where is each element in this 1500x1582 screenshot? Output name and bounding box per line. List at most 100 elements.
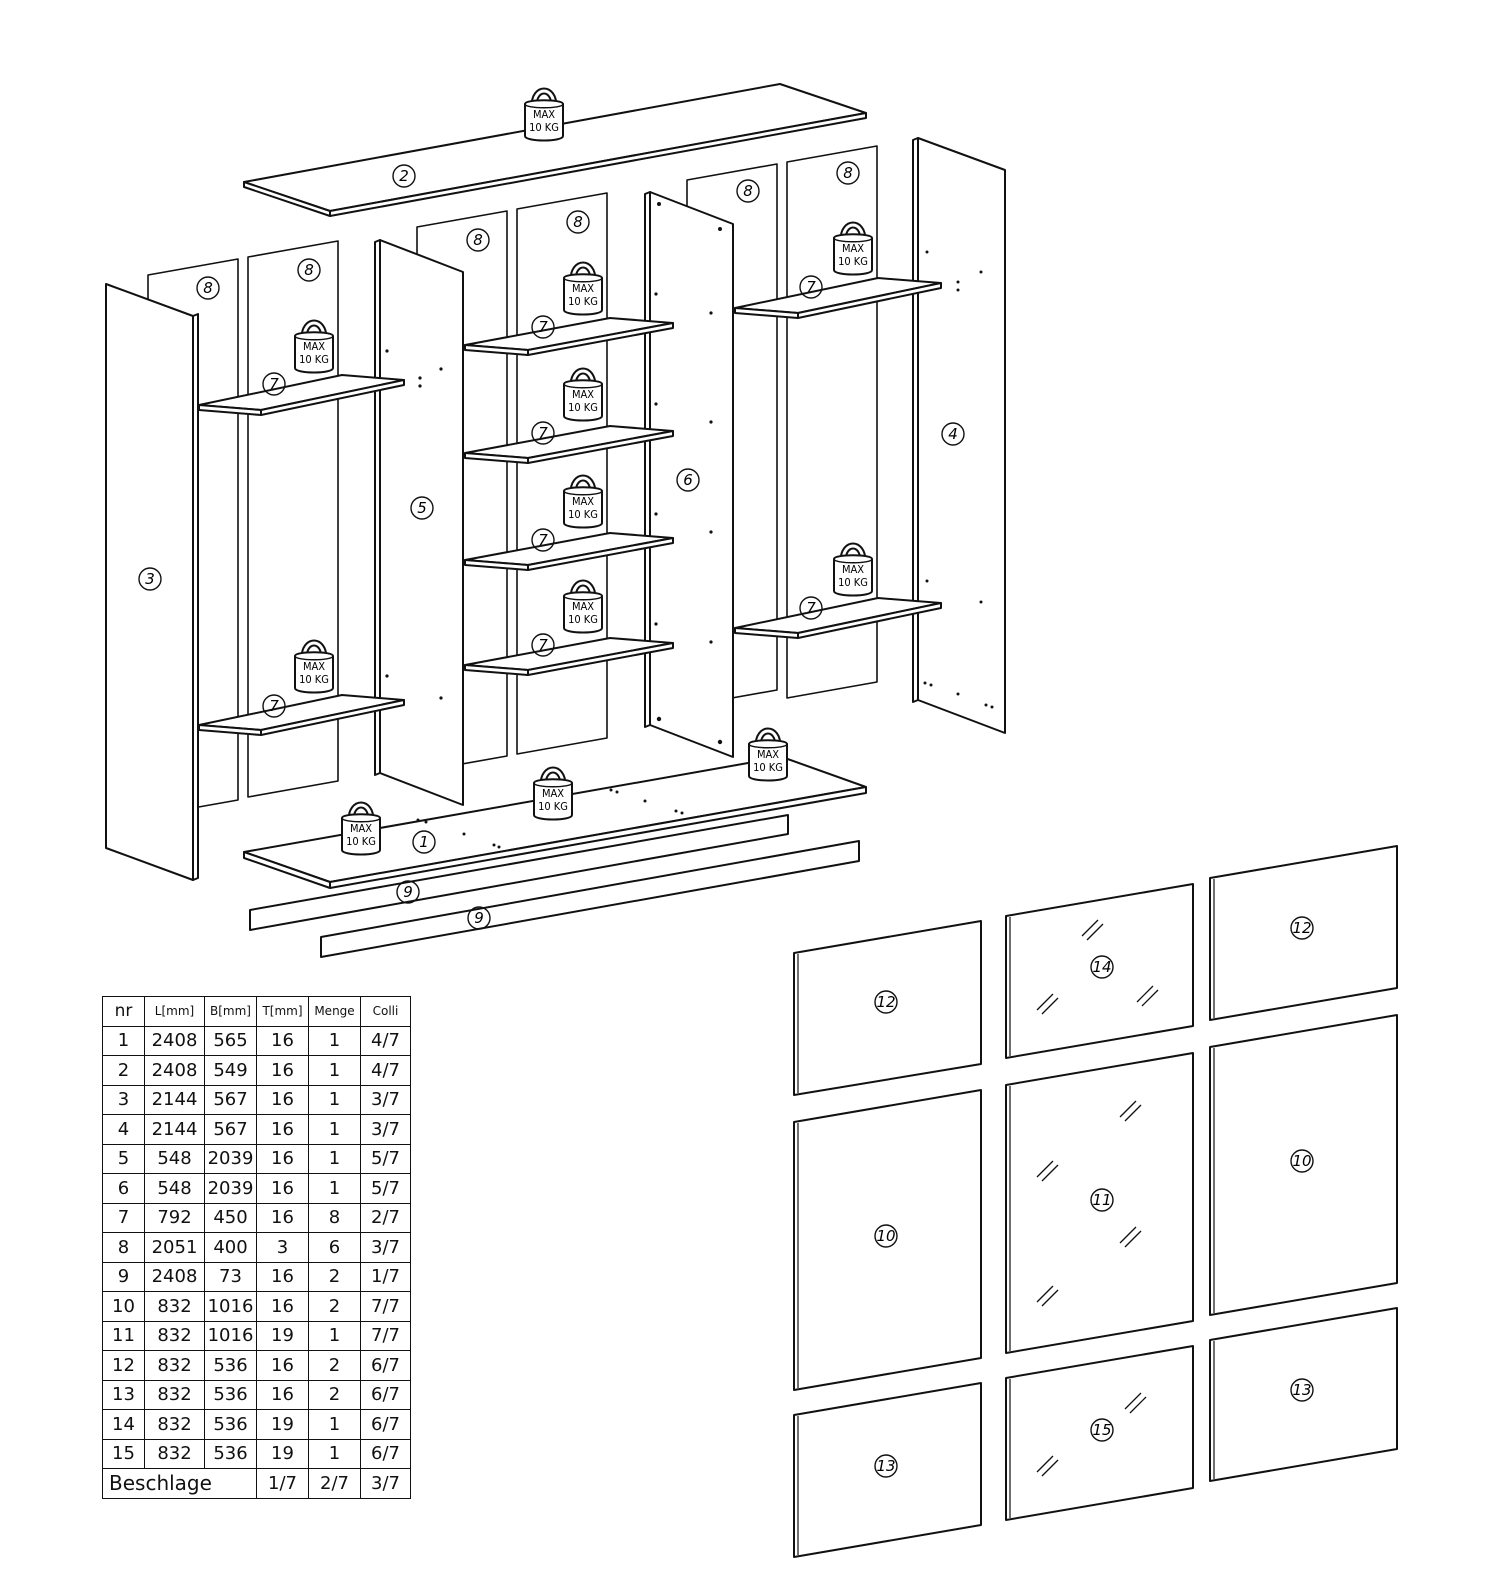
header-length: L[mm] — [144, 996, 205, 1027]
svg-text:MAX: MAX — [350, 822, 372, 835]
svg-text:5: 5 — [417, 499, 427, 517]
svg-text:13: 13 — [876, 1457, 895, 1475]
table-cell: 4/7 — [360, 1055, 411, 1086]
table-cell: 2408 — [144, 1025, 205, 1056]
table-cell: 2051 — [144, 1232, 205, 1263]
svg-text:MAX: MAX — [842, 563, 864, 576]
part-callouts — [138, 161, 1314, 1478]
table-cell: 11 — [102, 1320, 145, 1351]
header-nr: nr — [102, 996, 145, 1027]
table-cell: 16 — [256, 1202, 309, 1233]
table-cell: 16 — [256, 1084, 309, 1115]
weight-icon: MAX 10 KG — [564, 478, 602, 528]
divider-panel-5 — [374, 239, 464, 806]
table-header-row: nr L[mm] B[mm] T[mm] Menge Colli — [102, 996, 411, 1027]
svg-text:MAX: MAX — [542, 787, 564, 800]
header-width: B[mm] — [204, 996, 257, 1027]
svg-text:10: 10 — [1292, 1152, 1311, 1170]
svg-text:MAX: MAX — [757, 748, 779, 761]
table-cell: 4 — [102, 1114, 145, 1145]
svg-text:9: 9 — [403, 883, 413, 901]
table-cell: 3 — [256, 1232, 309, 1263]
table-cell: 16 — [256, 1350, 309, 1381]
weight-icon: MAX 10 KG — [564, 583, 602, 633]
svg-text:8: 8 — [203, 279, 213, 297]
svg-text:10 KG: 10 KG — [568, 401, 598, 414]
top-panel — [243, 83, 867, 217]
table-cell: 7 — [102, 1202, 145, 1233]
table-cell: 13 — [102, 1379, 145, 1410]
table-cell: 1 — [308, 1025, 361, 1056]
front-panels — [793, 845, 1398, 1558]
table-cell: 792 — [144, 1202, 205, 1233]
weight-icon: MAX 10 KG — [564, 265, 602, 315]
hardware-colli: 2/7 — [308, 1468, 361, 1499]
svg-text:14: 14 — [1092, 958, 1111, 976]
weight-icon: MAX 10 KG — [834, 546, 872, 596]
table-cell: 400 — [204, 1232, 257, 1263]
hardware-label: Beschlage — [102, 1468, 257, 1499]
table-cell: 16 — [256, 1291, 309, 1322]
svg-text:3: 3 — [145, 570, 155, 588]
weight-icon: MAX 10 KG — [295, 643, 333, 693]
table-cell: 5 — [102, 1143, 145, 1174]
header-thickness: T[mm] — [256, 996, 309, 1027]
table-cell: 5/7 — [360, 1143, 411, 1174]
svg-text:2: 2 — [399, 167, 409, 185]
svg-text:13: 13 — [1292, 1381, 1311, 1399]
table-cell: 15 — [102, 1438, 145, 1469]
table-cell: 12 — [102, 1350, 145, 1381]
table-cell: 7/7 — [360, 1320, 411, 1351]
table-cell: 6/7 — [360, 1350, 411, 1381]
table-cell: 1 — [102, 1025, 145, 1056]
svg-text:8: 8 — [843, 164, 853, 182]
svg-text:MAX: MAX — [303, 660, 325, 673]
table-cell: 1016 — [204, 1320, 257, 1351]
svg-text:7: 7 — [538, 424, 548, 442]
table-cell: 3/7 — [360, 1084, 411, 1115]
svg-text:10 KG: 10 KG — [538, 800, 568, 813]
svg-text:7: 7 — [806, 599, 816, 617]
weight-icon: MAX 10 KG — [534, 770, 572, 820]
table-cell: 832 — [144, 1379, 205, 1410]
table-cell: 1 — [308, 1320, 361, 1351]
left-side-panel — [105, 283, 199, 881]
table-cell: 2408 — [144, 1261, 205, 1292]
table-cell: 1 — [308, 1173, 361, 1204]
svg-text:1: 1 — [419, 833, 429, 851]
table-cell: 3/7 — [360, 1114, 411, 1145]
table-cell: 2144 — [144, 1114, 205, 1145]
weight-icon: MAX 10 KG — [525, 91, 563, 141]
svg-text:12: 12 — [1292, 919, 1311, 937]
table-cell: 2/7 — [360, 1202, 411, 1233]
table-cell: 1 — [308, 1409, 361, 1440]
svg-text:MAX: MAX — [572, 388, 594, 401]
svg-text:10 KG: 10 KG — [568, 508, 598, 521]
weight-icon: MAX 10 KG — [749, 731, 787, 781]
svg-text:6: 6 — [683, 471, 693, 489]
header-quantity: Menge — [308, 996, 361, 1027]
svg-text:10 KG: 10 KG — [299, 353, 329, 366]
table-cell: 19 — [256, 1438, 309, 1469]
weight-limit-icons: MAX 10 KG MAX 10 KG MAX 10 KG MAX 10 KG … — [295, 91, 872, 855]
table-cell: 536 — [204, 1379, 257, 1410]
table-cell: 567 — [204, 1084, 257, 1115]
svg-text:4: 4 — [948, 425, 958, 443]
table-cell: 16 — [256, 1379, 309, 1410]
table-cell: 16 — [256, 1055, 309, 1086]
svg-text:8: 8 — [473, 231, 483, 249]
table-cell: 14 — [102, 1409, 145, 1440]
